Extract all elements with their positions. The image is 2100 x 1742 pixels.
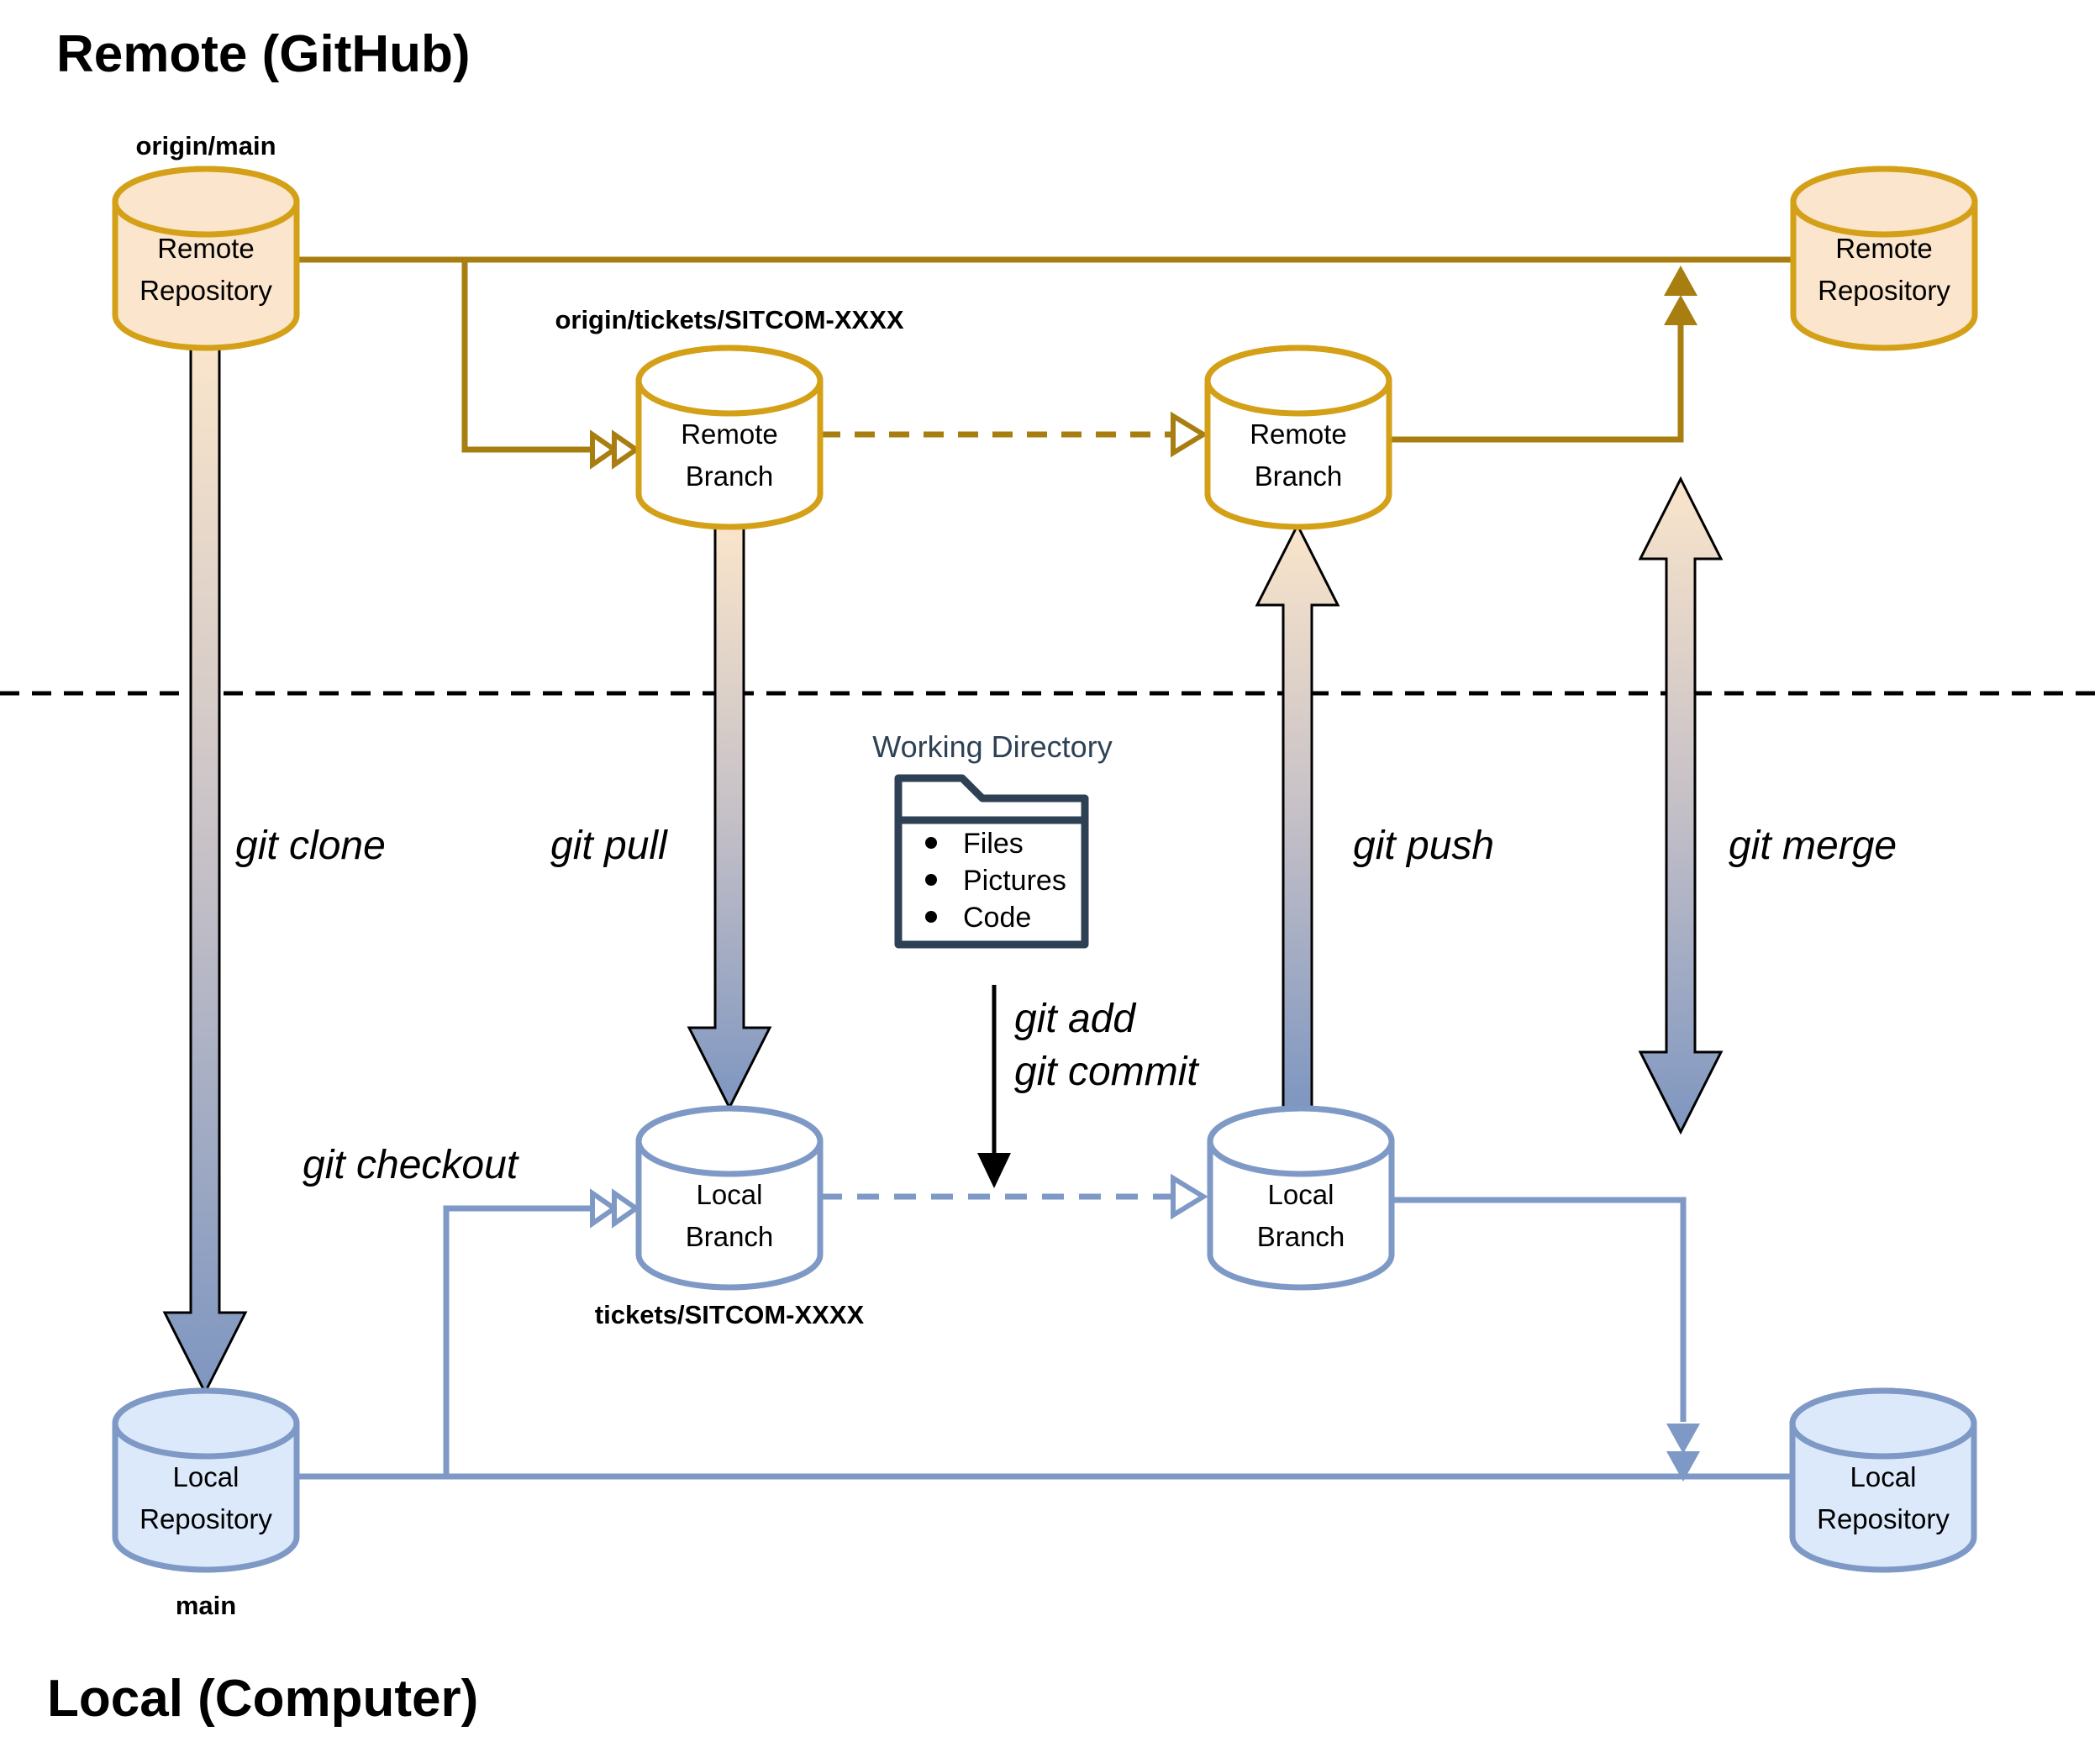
git-push-label: git push (1353, 824, 1494, 868)
git-merge-label: git merge (1729, 824, 1897, 868)
remote-repository-right-label: Remote (1835, 233, 1933, 264)
local-down-arrowhead-icon (1666, 1424, 1700, 1454)
remote-chevron-icon (612, 429, 641, 470)
remote-dashed-arrowhead-icon (1171, 411, 1208, 458)
local-chevron-icon (612, 1188, 641, 1229)
local-branch-right-label: Local (1268, 1179, 1334, 1210)
remote-repository-left-label: Repository (139, 275, 272, 306)
local-repository-left-label: Local (173, 1461, 239, 1492)
remote-merge-connector (1388, 323, 1684, 443)
folder-item: Pictures (963, 865, 1066, 897)
local-repository-right-cylinder: Local Repository (1789, 1387, 1977, 1573)
origin-tickets-label: origin/tickets/SITCOM-XXXX (555, 305, 903, 334)
git-add-commit-arrowhead-icon (977, 1153, 1011, 1188)
local-repository-right-label: Local (1850, 1461, 1917, 1492)
local-down-arrowhead-icon (1666, 1451, 1700, 1481)
git-push-arrow (1255, 522, 1340, 1110)
remote-merge-arrowhead-icon (1664, 266, 1697, 296)
remote-branch-connector (461, 260, 591, 453)
remote-repository-right-cylinder: Remote Repository (1790, 166, 1978, 351)
local-branch-left-label: Local (697, 1179, 763, 1210)
git-clone-label: git clone (235, 824, 386, 868)
remote-branch-right-label: Remote (1250, 418, 1347, 450)
remote-merge-arrowhead-icon (1664, 295, 1697, 325)
remote-repository-left-cylinder: Remote Repository (112, 166, 300, 351)
folder-item: Files (963, 828, 1024, 860)
local-branch-right-label: Branch (1257, 1221, 1345, 1252)
bullet-icon (925, 911, 937, 923)
local-repository-left-label: Repository (139, 1503, 272, 1534)
bullet-icon (925, 837, 937, 849)
local-branch-left-label: Branch (686, 1221, 774, 1252)
working-directory: Working Directory Files Pictures Code (872, 729, 1113, 949)
main-label: main (176, 1591, 236, 1620)
folder-item: Code (963, 902, 1031, 934)
remote-repository-left-label: Remote (157, 233, 255, 264)
remote-branch-left-label: Remote (681, 418, 778, 450)
working-directory-label: Working Directory (872, 729, 1112, 764)
git-pull-label: git pull (550, 824, 668, 868)
origin-main-label: origin/main (135, 131, 276, 161)
remote-branch-right-label: Branch (1255, 460, 1343, 492)
remote-branch-left-label: Branch (686, 460, 774, 492)
tickets-label: tickets/SITCOM-XXXX (595, 1300, 865, 1329)
remote-repository-right-label: Repository (1818, 275, 1950, 306)
remote-chevron-icon (590, 429, 619, 470)
git-clone-arrow (162, 346, 248, 1396)
local-section-title: Local (Computer) (47, 1670, 478, 1728)
git-add-label: git add (1014, 997, 1136, 1041)
local-repository-right-label: Repository (1817, 1503, 1950, 1534)
git-checkout-label: git checkout (303, 1143, 519, 1187)
local-branch-merge-connector (1390, 1197, 1687, 1422)
git-pull-arrow (687, 525, 772, 1111)
local-repository-left-cylinder: Local Repository (112, 1387, 300, 1573)
local-branch-left-cylinder: Local Branch (635, 1105, 824, 1291)
local-checkout-connector (443, 1205, 591, 1476)
local-branch-right-cylinder: Local Branch (1207, 1105, 1395, 1291)
local-dashed-arrowhead-icon (1171, 1173, 1208, 1220)
local-chevron-icon (590, 1188, 619, 1229)
remote-section-title: Remote (GitHub) (56, 25, 471, 83)
remote-branch-right-cylinder: Remote Branch (1204, 345, 1392, 530)
git-commit-label: git commit (1014, 1050, 1199, 1094)
bullet-icon (925, 874, 937, 886)
remote-branch-left-cylinder: Remote Branch (635, 345, 824, 530)
git-merge-arrow (1638, 476, 1724, 1135)
